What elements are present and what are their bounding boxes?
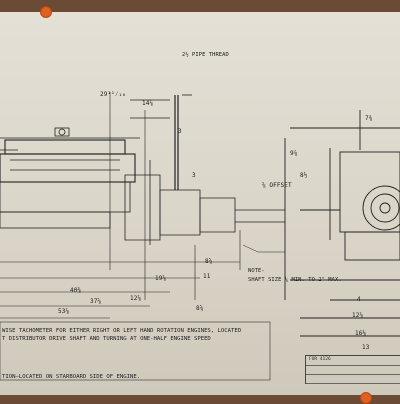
dim-3: 3 — [178, 128, 182, 135]
right-dim-4: 4 — [357, 296, 361, 303]
dim-8: 8⅝ — [205, 258, 213, 265]
right-dim-16: 16⅛ — [355, 330, 367, 337]
note-line-3: TION–LOCATED ON STARBOARD SIDE OF ENGINE… — [2, 374, 141, 380]
offset-callout: ⅝ OFFSET — [262, 182, 292, 189]
dim-14: 14⅞ — [142, 100, 154, 107]
dim-3b: 3 — [192, 172, 196, 179]
pin-top — [40, 6, 52, 18]
right-dim-12: 12⅞ — [352, 312, 364, 319]
dim-11: 11 — [203, 273, 211, 280]
dim-29: 29¹¹⁄₁₆ — [100, 91, 126, 98]
title-block-row: FOR 4126 — [306, 356, 400, 366]
right-dim-13: 13 — [362, 344, 370, 351]
note-text: SHAFT SIZE ¼ MIN. TO 2" MAX. — [248, 277, 342, 283]
right-dim-7: 7⅜ — [365, 115, 373, 122]
note-line-1: WISE TACHOMETER FOR EITHER RIGHT OR LEFT… — [2, 328, 242, 334]
right-dim-8: 8½ — [300, 172, 308, 179]
title-block-row-empty — [306, 365, 400, 375]
title-block-text: FOR 4126 — [309, 357, 331, 362]
dim-19: 19⅞ — [155, 275, 167, 282]
note-label: NOTE- — [248, 268, 265, 274]
dim-8b: 8⅝ — [196, 305, 204, 312]
title-block-row-empty — [306, 374, 400, 384]
dim-12: 12⅞ — [130, 295, 142, 302]
dim-37: 37⅝ — [90, 298, 102, 305]
dim-53: 53⅞ — [58, 308, 70, 315]
dim-40: 40⅜ — [70, 287, 82, 294]
title-block: FOR 4126 — [305, 355, 400, 384]
note-line-2: T DISTRIBUTOR DRIVE SHAFT AND TURNING AT… — [2, 336, 211, 342]
right-dim-9: 9⅞ — [290, 150, 298, 157]
pipe-thread-callout: 2½ PIPE THREAD — [182, 52, 229, 58]
